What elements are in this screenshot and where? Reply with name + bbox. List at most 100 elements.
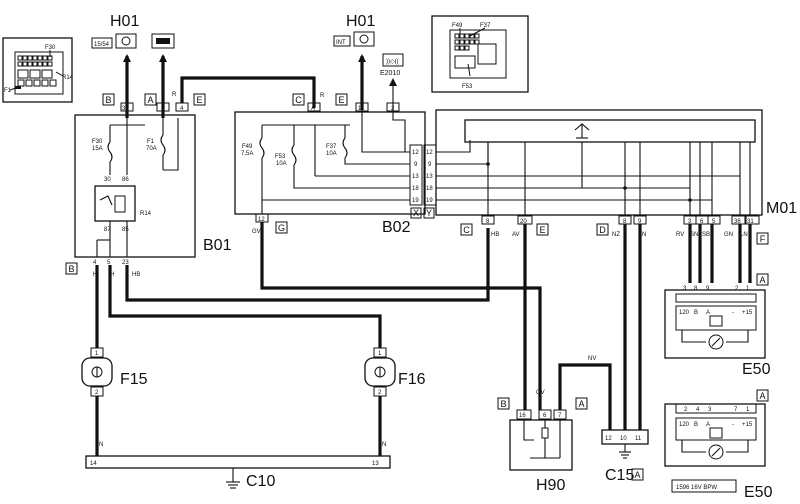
f37-label: F37 <box>326 144 337 150</box>
fuse-box-inset-center: F49 F37 F53 <box>431 15 529 93</box>
letter-e-top: E <box>196 95 202 105</box>
letter-d-m01: D <box>599 225 606 235</box>
e50-bottom-label: E50 <box>744 484 773 501</box>
c10-label: C10 <box>246 473 275 490</box>
f30-label: F30 <box>92 139 103 145</box>
f15-fuse: 1 2 <box>81 347 113 397</box>
wire-color-n-f16: N <box>382 442 386 448</box>
letter-a-e50-top: A <box>759 275 765 285</box>
c15-pin-10: 10 <box>620 436 627 442</box>
b02-box: F49 7,5A F53 10A F37 10A <box>234 110 426 215</box>
wire-color-sn: SN <box>690 232 698 238</box>
b01-pin-bottom-23: 23 <box>122 260 129 266</box>
letter-a-e50-bottom: A <box>759 391 765 401</box>
m01-bottom-pins: 8 20 8 9 3 6 5 36 31 <box>481 215 760 225</box>
tag-bpw: 1596 16V BPW <box>676 485 717 491</box>
wire-color-gv: GV <box>252 229 261 235</box>
e50-bottom-pin-1: 1 <box>746 407 750 413</box>
h90-pin-7: 7 <box>558 413 562 419</box>
e50-top-pin-8: 8 <box>694 286 698 292</box>
wire-color-nz: NZ <box>612 232 620 238</box>
h01-left-symbols: 15/54 <box>91 33 175 49</box>
b02-out-19: 19 <box>426 198 433 204</box>
m01-pin-8a: 8 <box>486 219 490 225</box>
letter-e-b02: E <box>338 95 344 105</box>
letter-y: Y <box>426 208 432 218</box>
b02-in-12: 12 <box>412 150 419 156</box>
h90-pin-16: 16 <box>519 413 526 419</box>
b01-pin-4: 4 <box>180 106 184 112</box>
b02-in-13: 13 <box>412 174 419 180</box>
b02-pin-11: 11 <box>358 106 365 112</box>
e50-top-label: E50 <box>742 361 771 378</box>
wire-b01-f16 <box>108 265 382 348</box>
wire-color-h1: H <box>93 272 97 278</box>
b01-label: B01 <box>203 237 232 254</box>
e50-bottom-inner-b: B <box>694 422 698 428</box>
c15-label: C15 <box>605 467 634 484</box>
h90-module: 16 6 7 <box>509 409 573 471</box>
b02-in-19: 19 <box>412 198 419 204</box>
m01-pin-20: 20 <box>520 219 527 225</box>
m01-box <box>435 109 763 216</box>
letter-c-b02: C <box>295 95 302 105</box>
b01-pin-bottom-5: 5 <box>107 260 111 266</box>
e50-bottom-pin-2: 2 <box>684 407 688 413</box>
f53-rating: 10A <box>276 161 287 167</box>
b02-pin-bottom-12: 12 <box>258 217 265 223</box>
m01-pin-5: 5 <box>712 219 716 225</box>
f15-pin-2: 2 <box>95 390 99 396</box>
e50-top-inner-120: 120 <box>679 310 690 316</box>
b01-pin-bottom-4: 4 <box>93 260 97 266</box>
m01-pin-3: 3 <box>688 219 692 225</box>
h01-right-label: H01 <box>346 13 375 30</box>
c10-pin-14: 14 <box>90 461 97 467</box>
h01-left-label: H01 <box>110 13 139 30</box>
f16-pin-1: 1 <box>378 351 382 357</box>
b02-right-connector: 12 9 13 18 19 12 9 13 18 19 X Y <box>409 144 437 219</box>
e50-top-inner-b: B <box>694 310 698 316</box>
wire-color-n-f15: N <box>99 442 103 448</box>
m01-pin-36: 36 <box>734 219 741 225</box>
f16-pin-2: 2 <box>378 390 382 396</box>
letter-b-top: B <box>105 95 111 105</box>
relay-pin-86: 86 <box>122 177 129 183</box>
e2010-label: E2010 <box>380 70 400 77</box>
e50-top-inner-a: A <box>706 310 710 316</box>
b02-out-13: 13 <box>426 174 433 180</box>
letter-e-m01: E <box>539 225 545 235</box>
inset-f53-label: F53 <box>462 84 473 90</box>
relay-pin-85: 85 <box>122 227 129 233</box>
letter-b-h90: B <box>500 399 506 409</box>
relay-pin-87: 87 <box>104 227 111 233</box>
b02-out-12: 12 <box>426 150 433 156</box>
c10-pin-13: 13 <box>372 461 379 467</box>
wire-gv-h90 <box>523 286 542 410</box>
b01-pin-30: 30 <box>122 106 129 112</box>
h90-label: H90 <box>536 477 565 494</box>
m01-pin-31: 31 <box>747 219 754 225</box>
wire-color-r2: R <box>320 93 325 99</box>
f16-fuse: 1 2 <box>364 347 396 397</box>
e50-top-inner-minus: - <box>732 310 734 316</box>
f15-pin-1: 1 <box>95 351 99 357</box>
inset-r14-label: R14 <box>62 75 74 81</box>
inset-f30-label: F30 <box>45 45 56 51</box>
b02-pin-2: 2 <box>391 106 395 112</box>
e50-top-pin-2: 2 <box>735 286 739 292</box>
wire-color-hb-m01: HB <box>491 232 499 238</box>
wire-hb-b01-m01 <box>125 228 490 302</box>
letter-a-h90: A <box>578 399 584 409</box>
c10-ground: 14 13 <box>85 455 391 489</box>
wire-color-ln: LN <box>740 232 748 238</box>
letter-g: G <box>278 223 285 233</box>
wire-color-r1: R <box>172 92 177 98</box>
e50-bottom-pin-3: 3 <box>708 407 712 413</box>
b02-out-9: 9 <box>428 162 432 168</box>
b02-label: B02 <box>382 219 411 236</box>
b02-in-18: 18 <box>412 186 419 192</box>
e50-bottom-module: A 2 4 3 7 1 120 B A - +15 <box>664 389 769 467</box>
wire-color-sb: SB <box>702 232 710 238</box>
m01-label: M01 <box>766 200 797 217</box>
